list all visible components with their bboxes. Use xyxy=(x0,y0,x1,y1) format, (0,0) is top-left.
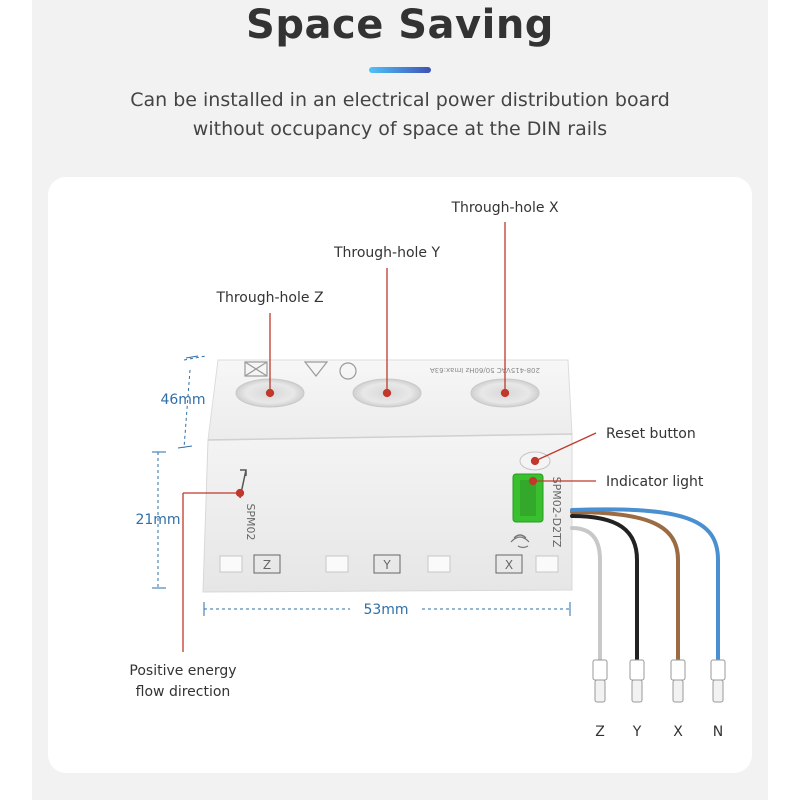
page-title: Space Saving xyxy=(246,2,554,48)
spec-text-block: 208-415VAC 50/60Hz Imax:63A xyxy=(430,366,540,374)
device-body: 208-415VAC 50/60Hz Imax:63A Z Y X SPM02 xyxy=(202,359,573,593)
subtitle-line-2: without occupancy of space at the DIN ra… xyxy=(192,118,608,140)
wire-n xyxy=(570,507,720,662)
right-margin xyxy=(768,0,800,800)
wire-ferrules xyxy=(592,659,726,703)
indicator-light-inner xyxy=(520,480,536,516)
wire-label-n: N xyxy=(713,724,723,740)
callout-reset-button: Reset button xyxy=(606,426,696,442)
model-label-left: SPM02 xyxy=(244,503,257,540)
dimension-width: 53mm xyxy=(363,602,408,618)
certification-symbols-left xyxy=(244,361,357,380)
callout-through-hole-y: Through-hole Y xyxy=(333,245,441,261)
model-label-right: SPM02-D2TZ xyxy=(550,477,563,548)
wire-x xyxy=(570,510,680,662)
wireless-icon xyxy=(510,534,530,549)
wire-label-z: Z xyxy=(595,724,605,740)
page-subtitle: Can be installed in an electrical power … xyxy=(0,86,800,144)
terminal-slots xyxy=(219,555,559,573)
callout-through-hole-x: Through-hole X xyxy=(450,200,559,216)
dimension-lines xyxy=(152,355,571,616)
title-accent-bar xyxy=(369,67,431,73)
terminal-z-label: Z xyxy=(263,558,271,572)
subtitle-line-1: Can be installed in an electrical power … xyxy=(130,89,670,111)
device-edge xyxy=(207,433,573,441)
callout-energy-flow-line-2: flow direction xyxy=(136,684,231,700)
wires xyxy=(570,507,720,662)
terminal-y-label: Y xyxy=(382,558,391,572)
wire-labels: Z Y X N xyxy=(595,724,723,740)
svg-text:208-415VAC 50/60Hz Imax:63A: 208-415VAC 50/60Hz Imax:63A xyxy=(430,366,540,374)
left-margin xyxy=(0,0,32,800)
callout-lines xyxy=(182,222,597,652)
terminal-labels: Z Y X xyxy=(253,554,523,574)
wire-z xyxy=(570,526,602,662)
callout-energy-flow-line-1: Positive energy xyxy=(129,663,236,679)
dimension-height-top: 46mm xyxy=(160,392,205,408)
terminal-x-label: X xyxy=(505,558,513,572)
wire-label-y: Y xyxy=(632,724,642,740)
callout-through-hole-z: Through-hole Z xyxy=(215,290,323,306)
wire-label-x: X xyxy=(673,724,683,740)
wire-y xyxy=(570,514,639,662)
callout-indicator-light: Indicator light xyxy=(606,474,704,490)
dimension-height-front: 21mm xyxy=(135,512,180,528)
